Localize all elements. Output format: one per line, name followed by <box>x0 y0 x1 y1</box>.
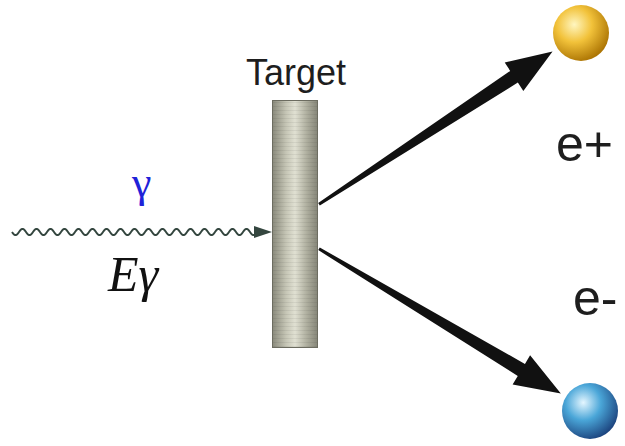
electron-ball: e- <box>561 382 619 440</box>
target-heading: Target <box>246 52 346 93</box>
particle-sphere-fill <box>562 383 618 439</box>
photon-energy: Eγ <box>108 246 158 304</box>
photon-arrowhead <box>254 226 272 238</box>
particle-sphere <box>561 382 619 440</box>
particle-label: e+ <box>556 116 613 174</box>
emission-arrow <box>318 52 552 206</box>
particle-label: e- <box>573 270 617 328</box>
particle-sphere <box>552 4 610 62</box>
photon-symbol: γ <box>132 158 151 209</box>
photon-wave <box>12 229 256 235</box>
emission-arrow <box>318 248 561 394</box>
target-slab: Target <box>272 100 318 348</box>
positron-ball: e+ <box>552 4 610 62</box>
particle-sphere-fill <box>553 5 609 61</box>
